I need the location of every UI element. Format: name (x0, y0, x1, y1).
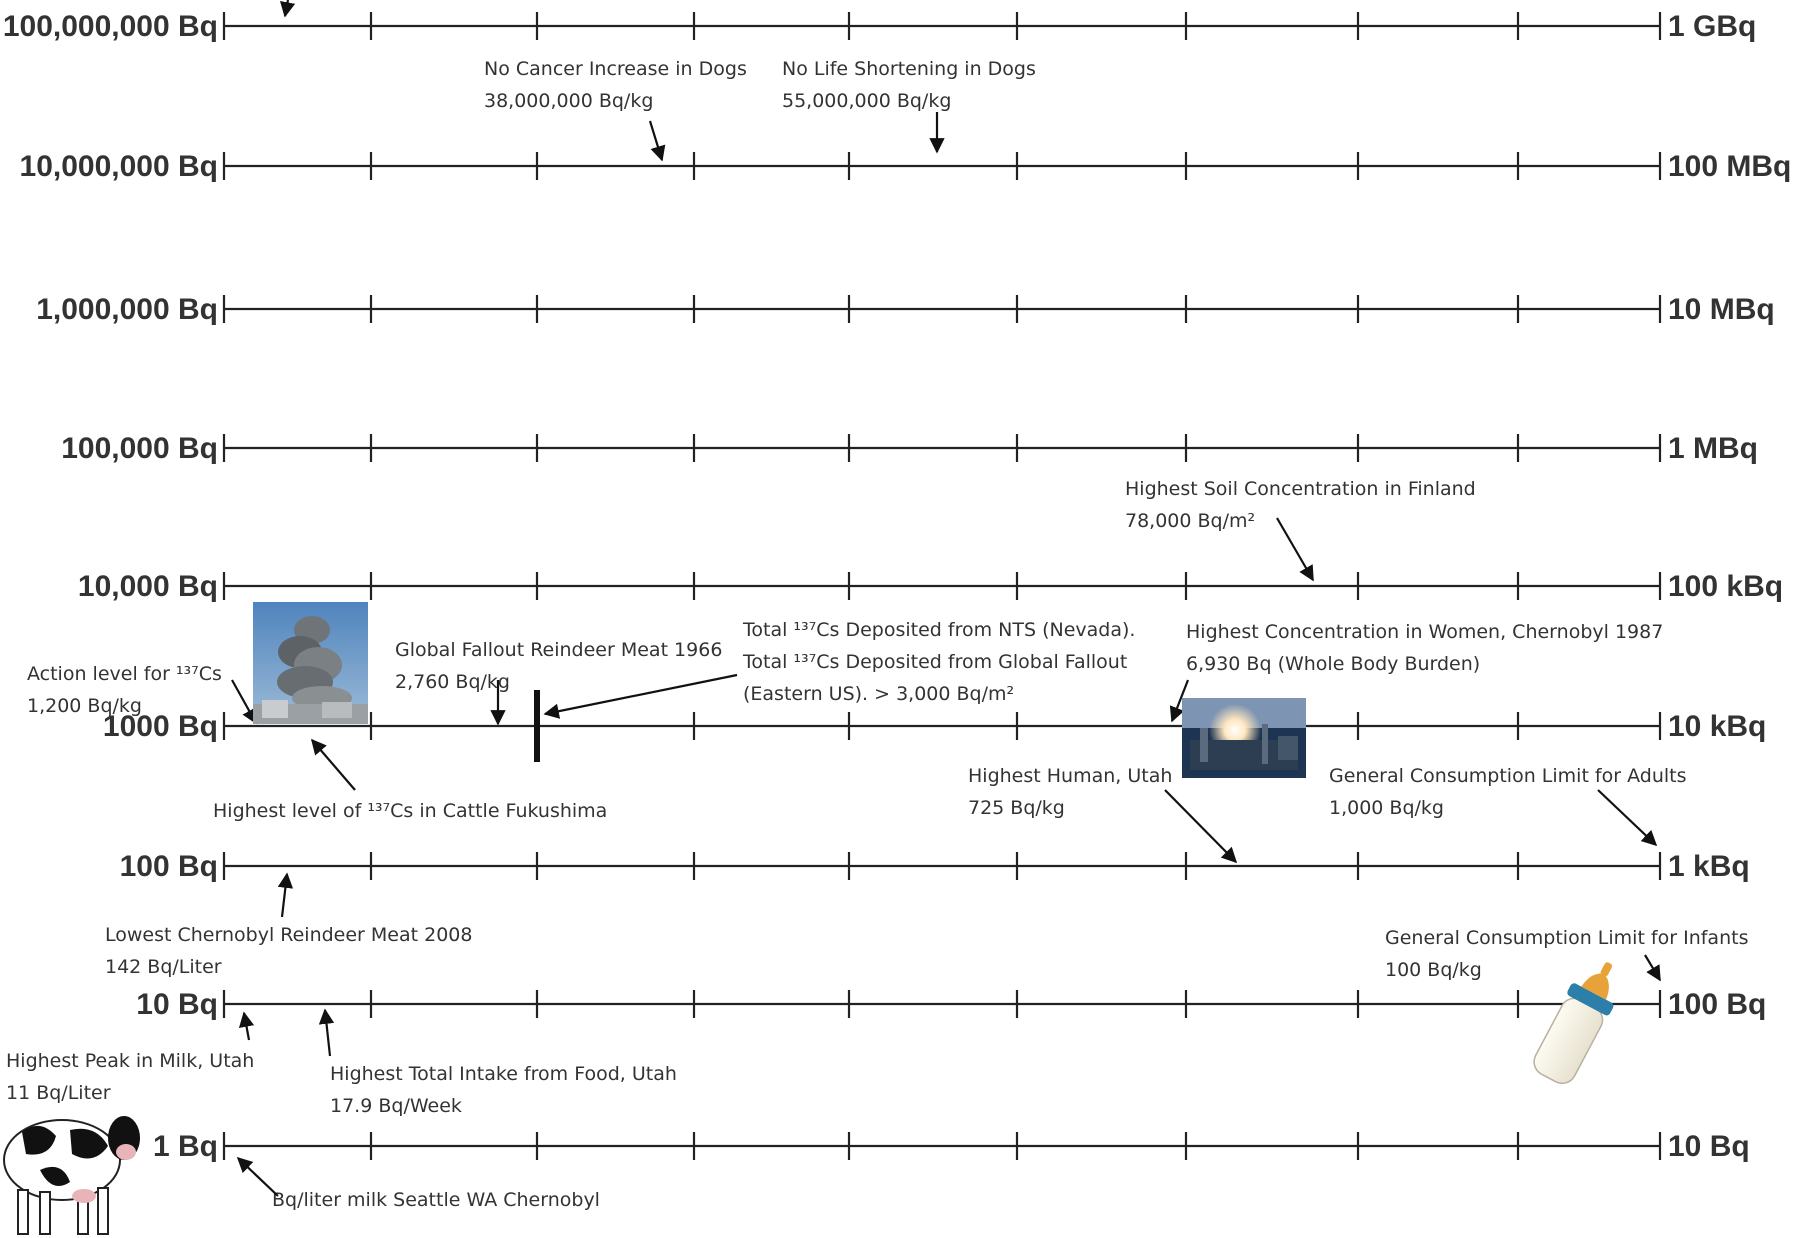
scale-right-label: 10 Bq (1668, 1130, 1750, 1163)
annotation-line: Lowest Chernobyl Reindeer Meat 2008 (105, 924, 472, 946)
annotation-human-utah: Highest Human, Utah 725 Bq/kg (968, 765, 1238, 864)
scale-left-label: 10,000,000 Bq (20, 150, 218, 183)
arrow (1644, 954, 1661, 982)
annotation-food-utah: Highest Total Intake from Food, Utah 17.… (318, 1008, 677, 1117)
annotation-line: Global Fallout Reindeer Meat 1966 (395, 639, 722, 661)
scale-right-label: 100 kBq (1668, 570, 1783, 603)
annotation-limit-adults: General Consumption Limit for Adults 1,0… (1329, 765, 1687, 847)
arrow (1164, 789, 1238, 864)
scale-left-label: 10 Bq (136, 988, 218, 1021)
scale-row: 100,000 Bq 1 MBq (61, 432, 1758, 465)
arrow (238, 1011, 255, 1041)
annotation-milk-seattle: Bq/liter milk Seattle WA Chernobyl (236, 1156, 600, 1211)
annotation-line: 78,000 Bq/m² (1125, 510, 1255, 532)
annotation-line: No Life Shortening in Dogs (782, 58, 1036, 80)
annotation-reindeer-1966: Global Fallout Reindeer Meat 1966 2,760 … (395, 639, 722, 726)
annotation-soil-finland: Highest Soil Concentration in Finland 78… (1125, 478, 1476, 582)
scale-right-label: 1 MBq (1668, 432, 1758, 465)
annotation-line: 1,000 Bq/kg (1329, 797, 1444, 819)
scale-left-label: 1000 Bq (103, 710, 218, 743)
scale-row: 1,000,000 Bq 10 MBq (36, 293, 1774, 326)
arrow (231, 679, 257, 725)
baby-bottle-icon (1533, 962, 1614, 1085)
annotation-line: 725 Bq/kg (968, 797, 1065, 819)
annotation-cattle-fukushima: Highest level of ¹³⁷Cs in Cattle Fukushi… (213, 738, 607, 822)
arrow (318, 1008, 335, 1057)
arrow (648, 120, 666, 162)
annotation-total-deposited: Total ¹³⁷Cs Deposited from NTS (Nevada).… (534, 619, 1135, 762)
cow-icon (3, 1116, 140, 1235)
annotation-line: 38,000,000 Bq/kg (484, 90, 653, 112)
scale-right-label: 1 GBq (1668, 10, 1756, 43)
scale-left-label: 100,000 Bq (61, 432, 218, 465)
annotation-milk-utah: Highest Peak in Milk, Utah 11 Bq/Liter (6, 1011, 255, 1104)
annotation-line: Bq/liter milk Seattle WA Chernobyl (272, 1189, 600, 1211)
top-arrow (279, 0, 296, 18)
annotation-line: 6,930 Bq (Whole Body Burden) (1186, 653, 1480, 675)
annotation-line: Action level for ¹³⁷Cs (27, 663, 222, 685)
scale-left-label: 100 Bq (120, 850, 218, 883)
arrow (1597, 789, 1658, 847)
annotation-line: General Consumption Limit for Adults (1329, 765, 1687, 787)
scale-row: 1 Bq 10 Bq (153, 1130, 1750, 1163)
scale-left-label: 1,000,000 Bq (36, 293, 218, 326)
annotation-line: Total ¹³⁷Cs Deposited from Global Fallou… (742, 651, 1127, 673)
annotation-limit-infants: General Consumption Limit for Infants 10… (1385, 927, 1748, 982)
annotation-line: 11 Bq/Liter (6, 1082, 111, 1104)
scale-right-label: 100 Bq (1668, 988, 1766, 1021)
annotation-line: Highest Soil Concentration in Finland (1125, 478, 1476, 500)
annotation-line: 100 Bq/kg (1385, 959, 1482, 981)
annotation-no-cancer-dogs: No Cancer Increase in Dogs 38,000,000 Bq… (484, 58, 747, 162)
scale-left-label: 100,000,000 Bq (3, 10, 218, 43)
annotation-reindeer-2008: Lowest Chernobyl Reindeer Meat 2008 142 … (105, 872, 472, 978)
annotation-line: Highest Total Intake from Food, Utah (330, 1063, 677, 1085)
annotation-line: 17.9 Bq/Week (330, 1095, 462, 1117)
annotation-line: Highest Peak in Milk, Utah (6, 1050, 254, 1072)
annotation-line: 2,760 Bq/kg (395, 671, 510, 693)
annotation-line: No Cancer Increase in Dogs (484, 58, 747, 80)
annotation-line: 142 Bq/Liter (105, 956, 222, 978)
annotation-no-life-shortening-dogs: No Life Shortening in Dogs 55,000,000 Bq… (782, 58, 1036, 154)
arrow (1276, 517, 1314, 582)
scale-right-label: 10 kBq (1668, 710, 1766, 743)
scale-right-label: 1 kBq (1668, 850, 1750, 883)
arrow (277, 872, 294, 918)
scale-left-label: 1 Bq (153, 1130, 218, 1163)
scale-row: 100 Bq 1 kBq (120, 850, 1750, 883)
annotation-line: Highest level of ¹³⁷Cs in Cattle Fukushi… (213, 800, 607, 822)
scale-right-label: 100 MBq (1668, 150, 1791, 183)
annotation-line: 55,000,000 Bq/kg (782, 90, 951, 112)
scale-row: 100,000,000 Bq 1 GBq (3, 10, 1757, 43)
arrow (1169, 679, 1190, 723)
annotation-line: Total ¹³⁷Cs Deposited from NTS (Nevada). (742, 619, 1135, 641)
annotation-women-chernobyl: Highest Concentration in Women, Chernoby… (1169, 621, 1663, 723)
scale-right-label: 10 MBq (1668, 293, 1775, 326)
annotation-line: (Eastern US). > 3,000 Bq/m² (743, 683, 1014, 705)
arrow (543, 673, 738, 719)
annotation-action-level: Action level for ¹³⁷Cs 1,200 Bq/kg (27, 663, 257, 725)
scale-row: 1000 Bq 10 kBq (103, 710, 1766, 743)
scale-row: 10 Bq 100 Bq (136, 988, 1766, 1021)
chernobyl-plant-photo (1182, 698, 1306, 778)
scale-left-label: 10,000 Bq (78, 570, 218, 603)
annotation-line: Highest Human, Utah (968, 765, 1172, 787)
fukushima-explosion-photo (253, 602, 368, 724)
arrow (310, 738, 356, 791)
annotation-line: General Consumption Limit for Infants (1385, 927, 1748, 949)
annotation-line: Highest Concentration in Women, Chernoby… (1186, 621, 1663, 643)
scale-row: 10,000,000 Bq 100 MBq (20, 150, 1792, 183)
scale-row: 10,000 Bq 100 kBq (78, 570, 1783, 603)
arrow (236, 1156, 279, 1197)
annotation-line: 1,200 Bq/kg (27, 695, 142, 717)
